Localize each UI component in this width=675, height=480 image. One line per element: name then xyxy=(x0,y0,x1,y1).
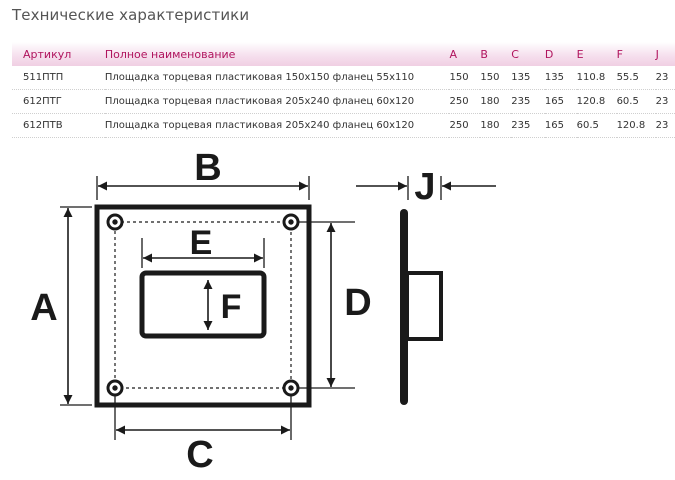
cell-j: 23 xyxy=(655,113,675,138)
cell-a: 250 xyxy=(449,113,481,138)
col-header-f: F xyxy=(616,47,623,61)
dimension-e-label: E xyxy=(190,224,213,262)
cell-article: 511ПТП xyxy=(12,66,105,90)
table-header-row: Артикул Полное наименование A B C D E F … xyxy=(12,42,675,66)
cell-a: 250 xyxy=(449,89,481,114)
side-view-flange xyxy=(405,271,443,341)
plate-outline xyxy=(94,204,312,408)
dimension-d-label: D xyxy=(344,282,371,324)
col-header-name: Полное наименование xyxy=(104,47,236,61)
table-row: 511ПТП Площадка торцевая пластиковая 150… xyxy=(12,66,675,90)
cell-d: 165 xyxy=(544,113,577,138)
cell-b: 180 xyxy=(480,89,512,114)
cell-article: 612ПТВ xyxy=(12,113,105,138)
col-header-b: B xyxy=(480,47,488,61)
cell-e: 110.8 xyxy=(576,66,617,90)
table-row: 612ПТВ Площадка торцевая пластиковая 205… xyxy=(12,113,675,138)
col-header-j: J xyxy=(655,47,659,61)
cell-e: 120.8 xyxy=(576,89,617,114)
dimension-b-label: B xyxy=(194,147,221,189)
col-header-c: C xyxy=(511,47,519,61)
cell-c: 235 xyxy=(511,89,545,114)
cell-b: 180 xyxy=(480,113,512,138)
col-header-article: Артикул xyxy=(23,47,72,61)
dimension-c-label: C xyxy=(186,434,213,476)
col-header-e: E xyxy=(576,47,584,61)
col-header-d: D xyxy=(544,47,554,61)
cell-name: Площадка торцевая пластиковая 150х150 фл… xyxy=(104,66,450,90)
cell-j: 23 xyxy=(655,89,675,114)
cell-f: 60.5 xyxy=(616,89,656,114)
specs-table: Артикул Полное наименование A B C D E F … xyxy=(12,42,675,138)
flange-opening xyxy=(139,270,267,339)
dimension-a-label: A xyxy=(30,287,57,329)
page-title: Технические характеристики xyxy=(12,6,250,24)
cell-name: Площадка торцевая пластиковая 205х240 фл… xyxy=(104,89,450,114)
dimension-j-label: J xyxy=(414,166,435,208)
cell-b: 150 xyxy=(480,66,512,90)
cell-c: 135 xyxy=(511,66,545,90)
cell-j: 23 xyxy=(655,66,675,90)
dimension-f-label: F xyxy=(221,288,242,326)
table-row: 612ПТГ Площадка торцевая пластиковая 205… xyxy=(12,89,675,114)
cell-f: 120.8 xyxy=(616,113,656,138)
cell-c: 235 xyxy=(511,113,545,138)
cell-d: 135 xyxy=(544,66,577,90)
cell-d: 165 xyxy=(544,89,577,114)
cell-a: 150 xyxy=(449,66,481,90)
col-header-a: A xyxy=(449,47,457,61)
side-view-plate xyxy=(400,209,408,405)
cell-f: 55.5 xyxy=(616,66,656,90)
cell-article: 612ПТГ xyxy=(12,89,105,114)
cell-e: 60.5 xyxy=(576,113,617,138)
cell-name: Площадка торцевая пластиковая 205х240 фл… xyxy=(104,113,450,138)
hole-center-line xyxy=(114,221,292,389)
